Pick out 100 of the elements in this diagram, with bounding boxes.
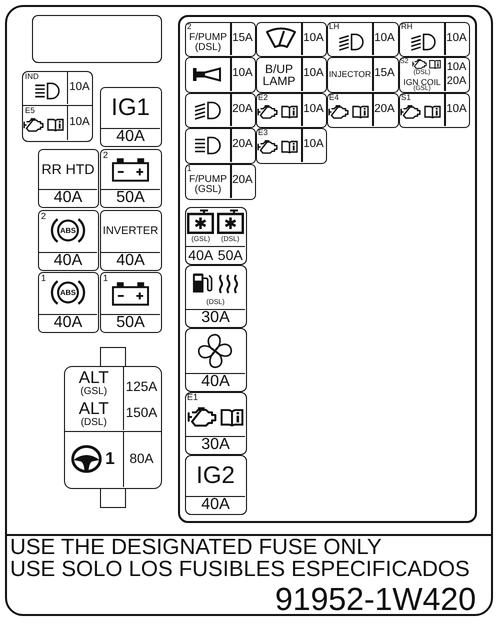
fuse-slot	[100, 272, 162, 333]
circuit-tag: 2	[103, 151, 108, 160]
circuit-name: ALT	[78, 368, 109, 386]
fuse-slot	[399, 57, 470, 93]
notice-text: USE THE DESIGNATED FUSE ONLY	[10, 536, 382, 558]
circuit-tag: E1	[187, 393, 198, 402]
amperage-rating: 10A	[232, 68, 253, 80]
fuse-slot	[327, 57, 399, 93]
fuse-slot	[185, 57, 256, 93]
amperage-rating: 50A	[116, 315, 145, 331]
fuse-slot	[185, 93, 256, 128]
amperage-rating: 30A	[201, 437, 230, 453]
amperage-rating: 40A	[116, 129, 145, 145]
amperage-rating: 40A	[54, 190, 82, 206]
amperage-rating: 10A	[374, 33, 395, 45]
fuse-slot	[100, 210, 162, 271]
circuit-tag: E3	[258, 129, 268, 137]
fuse-slot	[38, 210, 99, 271]
fuse-slot	[185, 455, 247, 515]
fuse-slot	[38, 149, 99, 208]
amperage-rating: 40A	[188, 248, 214, 262]
circuit-name: INVERTER	[102, 226, 158, 237]
notice-text: USE SOLO LOS FUSIBLES ESPECIFICADOS	[10, 558, 470, 580]
circuit-name: IGN COIL	[403, 78, 441, 86]
fuse-slot	[64, 430, 162, 489]
fuse-panel	[178, 15, 477, 523]
amperage-rating: 10A	[446, 62, 466, 73]
amperage-rating: 150A	[126, 406, 158, 420]
circuit-tag: E4	[329, 94, 339, 102]
fuse-slot	[100, 149, 162, 208]
circuit-name: B/UP LAMP	[262, 62, 296, 86]
circuit-tag: S1	[401, 94, 411, 102]
amperage-rating: 10A	[69, 82, 90, 94]
amperage-rating: 10A	[69, 116, 90, 128]
circuit-name: F/PUMP (GSL)	[188, 175, 228, 195]
amperage-rating: 80A	[129, 452, 154, 466]
fuse-slot	[256, 93, 327, 128]
fuse-slot	[256, 22, 327, 57]
fuse-slot	[256, 57, 327, 93]
fuse-slot	[256, 128, 327, 164]
fuse-slot	[22, 71, 93, 106]
amperage-rating: 40A	[201, 374, 230, 390]
circuit-tag: 2	[187, 23, 192, 31]
fuse-slot	[185, 392, 247, 455]
part-number: 91952-1W420	[274, 583, 476, 615]
amperage-rating: 10A	[446, 104, 467, 116]
amperage-rating: 40A	[54, 253, 82, 269]
amperage-rating: 10A	[446, 33, 467, 45]
fuse-slot	[100, 87, 162, 147]
amperage-rating: 10A	[303, 139, 324, 151]
fuse-slot	[327, 22, 399, 57]
fuse-slot	[185, 265, 247, 328]
amperage-rating: 10A	[303, 33, 324, 45]
amperage-rating: 15A	[374, 68, 395, 80]
circuit-name: IG1	[111, 96, 150, 120]
circuit-tag: 1	[103, 274, 108, 283]
circuit-tag: 1	[41, 274, 46, 283]
circuit-tag: E2	[258, 94, 268, 102]
amperage-rating: 20A	[232, 175, 253, 187]
fuse-slot	[185, 164, 256, 200]
circuit-name: INJECTOR	[328, 70, 372, 79]
circuit-number: 1	[105, 450, 115, 467]
amperage-rating: 30A	[201, 310, 230, 326]
amperage-rating: 10A	[303, 68, 324, 80]
circuit-name: F/PUMP (DSL)	[188, 33, 228, 53]
amperage-rating: 20A	[374, 104, 395, 116]
amperage-rating: 15A	[232, 33, 253, 45]
variant-note: (DSL)	[80, 418, 107, 428]
circuit-tag: RH	[401, 23, 413, 31]
circuit-tag: LH	[329, 23, 340, 31]
fuse-slot	[38, 272, 99, 333]
circuit-tag: IND	[25, 73, 39, 81]
variant-note: (GSL)	[80, 386, 108, 396]
circuit-tag: E5	[25, 106, 35, 114]
fuse-slot	[64, 366, 162, 432]
fuse-slot	[185, 328, 247, 392]
amperage-rating: 40A	[116, 253, 145, 269]
fuse-slot	[399, 22, 470, 57]
amperage-rating: 40A	[54, 315, 82, 331]
circuit-name: IG2	[196, 464, 235, 488]
fuse-slot	[185, 22, 256, 57]
circuit-name: RR HTD	[42, 162, 94, 176]
fuse-slot	[399, 93, 470, 128]
fuse-slot	[22, 104, 93, 142]
amperage-rating: 10A	[303, 104, 324, 116]
fuse-slot	[185, 207, 247, 265]
fuse-slot	[185, 128, 256, 164]
blank-label-area	[32, 15, 162, 63]
amperage-rating: 20A	[232, 139, 253, 151]
fuse-box-outline	[5, 5, 493, 616]
circuit-name: ALT	[78, 400, 109, 416]
fuse-slot	[327, 93, 399, 128]
amperage-rating: 125A	[126, 380, 158, 394]
amperage-rating: 50A	[116, 190, 145, 206]
amperage-rating: 50A	[218, 248, 243, 262]
circuit-tag: 1	[187, 165, 192, 173]
amperage-rating: 20A	[446, 76, 466, 87]
amperage-rating: 20A	[232, 104, 253, 116]
amperage-rating: 40A	[201, 497, 230, 513]
circuit-tag: 2	[41, 212, 46, 221]
